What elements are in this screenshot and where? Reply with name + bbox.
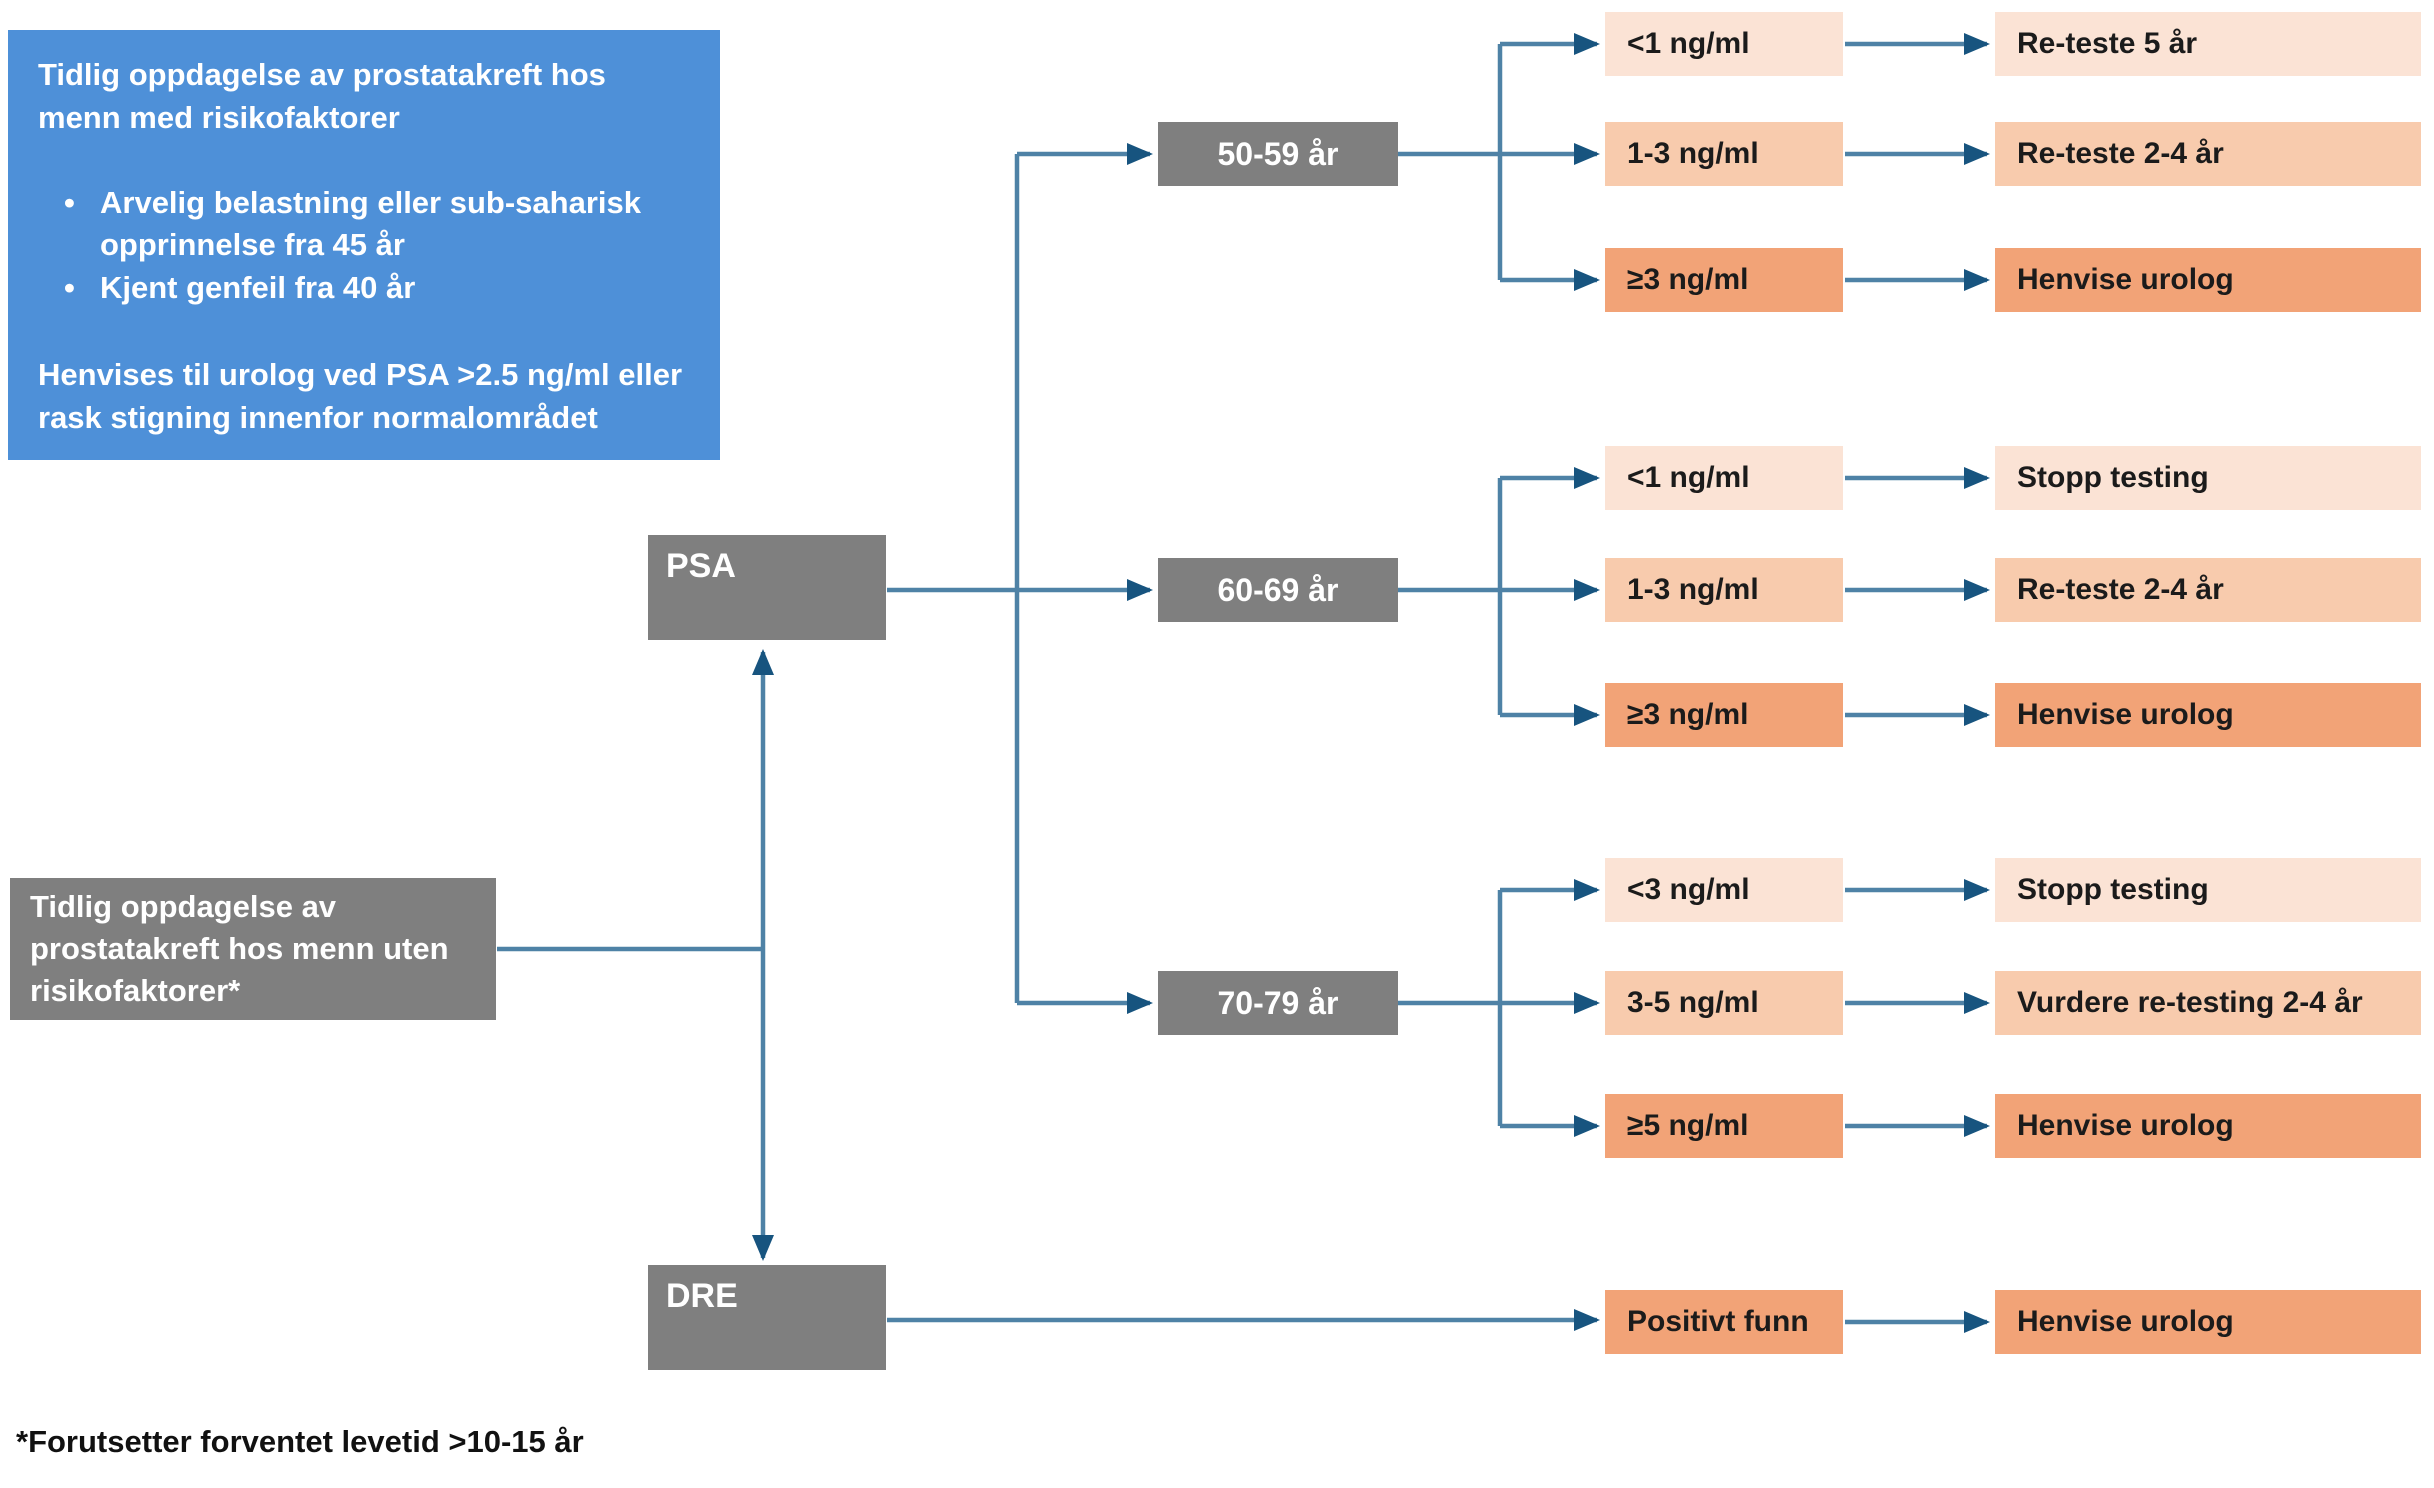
value-box-70-79-3-5: 3-5 ng/ml	[1605, 971, 1843, 1035]
value-box-50-59-1-3: 1-3 ng/ml	[1605, 122, 1843, 186]
action-box-60-69-1-3: Re-teste 2-4 år	[1995, 558, 2421, 622]
age-box-label: 70-79 år	[1217, 984, 1339, 1021]
connector-group	[497, 33, 1990, 1333]
psa-box: PSA	[648, 535, 886, 640]
dre-box: DRE	[648, 1265, 886, 1370]
value-box-70-79-ge5: ≥5 ng/ml	[1605, 1094, 1843, 1158]
action-box-dre-positive: Henvise urolog	[1995, 1290, 2421, 1354]
psa-box-label: PSA	[666, 547, 736, 585]
dre-box-label: DRE	[666, 1277, 738, 1315]
action-box-70-79-lt3: Stopp testing	[1995, 858, 2421, 922]
value-box-50-59-ge3: ≥3 ng/ml	[1605, 248, 1843, 312]
value-box-60-69-1-3: 1-3 ng/ml	[1605, 558, 1843, 622]
action-box-50-59-ge3: Henvise urolog	[1995, 248, 2421, 312]
info-bullet-item: Kjent genfeil fra 40 år	[38, 267, 690, 310]
info-box: Tidlig oppdagelse av prostatakreft hos m…	[8, 30, 720, 460]
action-box-70-79-3-5: Vurdere re-testing 2-4 år	[1995, 971, 2421, 1035]
action-box-60-69-lt1: Stopp testing	[1995, 446, 2421, 510]
age-box-60-69: 60-69 år	[1158, 558, 1398, 622]
action-box-70-79-ge5: Henvise urolog	[1995, 1094, 2421, 1158]
info-box-note: Henvises til urolog ved PSA >2.5 ng/ml e…	[38, 356, 683, 435]
root-box-label: Tidlig oppdagelse av prostatakreft hos m…	[30, 889, 449, 1008]
action-box-50-59-lt1: Re-teste 5 år	[1995, 12, 2421, 76]
age-box-50-59: 50-59 år	[1158, 122, 1398, 186]
value-box-70-79-lt3: <3 ng/ml	[1605, 858, 1843, 922]
value-box-60-69-ge3: ≥3 ng/ml	[1605, 683, 1843, 747]
info-box-title: Tidlig oppdagelse av prostatakreft hos m…	[38, 57, 606, 135]
action-box-50-59-1-3: Re-teste 2-4 år	[1995, 122, 2421, 186]
action-box-60-69-ge3: Henvise urolog	[1995, 683, 2421, 747]
age-box-70-79: 70-79 år	[1158, 971, 1398, 1035]
age-box-label: 60-69 år	[1217, 571, 1339, 608]
info-box-bullet-list: Arvelig belastning eller sub-saharisk op…	[38, 182, 690, 310]
age-box-label: 50-59 år	[1217, 135, 1339, 172]
value-box-dre-positive: Positivt funn	[1605, 1290, 1843, 1354]
root-box: Tidlig oppdagelse av prostatakreft hos m…	[10, 878, 496, 1020]
value-box-60-69-lt1: <1 ng/ml	[1605, 446, 1843, 510]
footnote: *Forutsetter forventet levetid >10-15 år	[16, 1424, 584, 1459]
info-bullet-item: Arvelig belastning eller sub-saharisk op…	[38, 182, 690, 268]
value-box-50-59-lt1: <1 ng/ml	[1605, 12, 1843, 76]
